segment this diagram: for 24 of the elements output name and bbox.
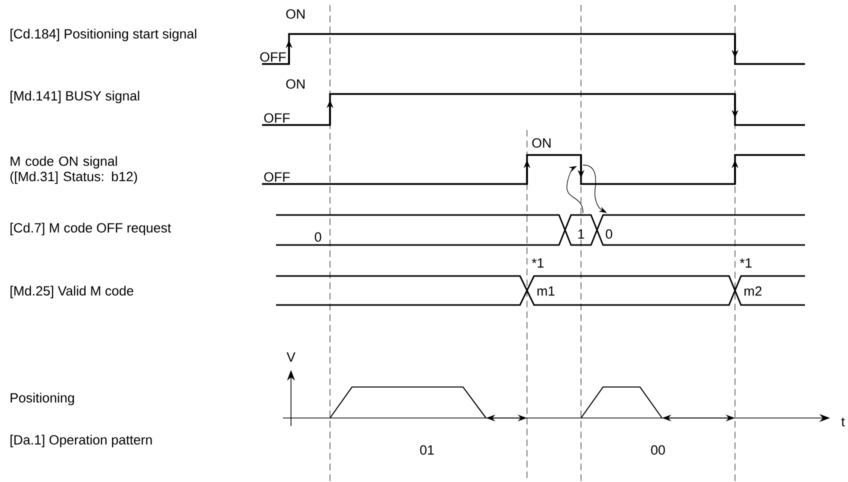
signal-name: [Cd.7] M code OFF request bbox=[10, 222, 172, 236]
signal-name: M code ON signal ([Md.31] Status: b12) bbox=[10, 156, 137, 184]
level-label: OFF bbox=[264, 172, 290, 182]
bus-value: m2 bbox=[744, 286, 762, 296]
axis-label: t bbox=[841, 418, 845, 426]
pattern-value: 01 bbox=[420, 445, 434, 455]
pattern-value: 00 bbox=[651, 445, 665, 455]
note-mark: *1 bbox=[532, 258, 544, 268]
signal-name: [Md.25] Valid M code bbox=[10, 286, 134, 298]
level-label: ON bbox=[286, 79, 305, 89]
signal-name: [Cd.184] Positioning start signal bbox=[10, 28, 196, 42]
signal-name: [Da.1] Operation pattern bbox=[10, 434, 152, 448]
level-label: ON bbox=[286, 9, 305, 19]
note-mark: *1 bbox=[740, 258, 752, 268]
level-label: OFF bbox=[260, 52, 286, 62]
signal-name: [Md.141] BUSY signal bbox=[10, 90, 140, 104]
bus-value: m1 bbox=[538, 286, 554, 296]
bus-value: 0 bbox=[606, 229, 612, 239]
level-label: ON bbox=[532, 138, 551, 148]
level-label: OFF bbox=[264, 113, 290, 123]
axis-label: V bbox=[286, 352, 296, 362]
signal-name: Positioning bbox=[10, 392, 74, 406]
bus-value: 0 bbox=[314, 232, 322, 242]
bus-value: 1 bbox=[578, 229, 584, 239]
